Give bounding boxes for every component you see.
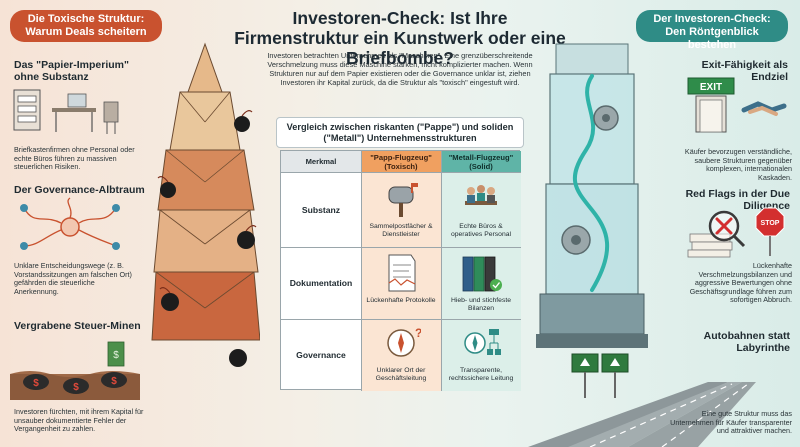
mine-dollar-3: $ bbox=[111, 376, 117, 387]
red-flags-heading: Red Flags in der Due Diligence bbox=[685, 188, 790, 212]
table-header-feature: Merkmal bbox=[281, 151, 361, 173]
intro-text: Investoren betrachten Unternehmen als "M… bbox=[267, 51, 533, 87]
tax-mines-heading: Vergrabene Steuer-Minen bbox=[14, 320, 141, 332]
exit-sign: EXIT bbox=[700, 82, 722, 93]
compass-orgchart-icon bbox=[464, 329, 501, 355]
highways-heading: Autobahnen statt Labyrinthe bbox=[703, 330, 790, 354]
mailbox-icon bbox=[388, 183, 418, 217]
torn-document-icon bbox=[388, 254, 416, 292]
table-header-toxic: "Papp-Flugzeug" (Toxisch) bbox=[361, 151, 441, 173]
left-banner: Die Toxische Struktur: Warum Deals schei… bbox=[10, 10, 162, 42]
page-title: Investoren-Check: Ist Ihre Firmenstruktu… bbox=[234, 8, 566, 68]
documentation-toxic: Lückenhafte Protokolle bbox=[366, 297, 436, 304]
exit-heading: Exit-Fähigkeit als Endziel bbox=[701, 59, 788, 83]
right-banner: Der Investoren-Check: Den Röntgenblick b… bbox=[636, 10, 788, 51]
buried-mines-illustration: $ $ $ $ bbox=[10, 341, 140, 400]
documentation-solid: Hieb- und stichfeste Bilanzen bbox=[450, 297, 512, 312]
governance-heading: Der Governance-Albtraum bbox=[14, 184, 145, 196]
governance-text: Unklare Entscheidungswege (z. B. Vorstan… bbox=[14, 261, 132, 296]
tangled-network-icon bbox=[20, 197, 120, 250]
row-label-documentation: Dokumentation bbox=[289, 278, 353, 288]
substance-solid: Echte Büros & operatives Personal bbox=[450, 223, 512, 238]
compass-question-icon: ? bbox=[387, 326, 421, 357]
svg-text:?: ? bbox=[415, 326, 421, 340]
comparison-title: Vergleich zwischen riskanten ("Pappe") u… bbox=[276, 117, 524, 148]
paper-empire-heading: Das "Papier-Imperium" ohne Substanz bbox=[14, 59, 129, 83]
table-header-solid: "Metall-Flugzeug" (Solid) bbox=[441, 151, 521, 173]
transparent-machine-illustration bbox=[536, 43, 648, 348]
red-flags-illustration: STOP bbox=[687, 207, 785, 258]
row-label-governance: Governance bbox=[296, 350, 346, 360]
highway-illustration bbox=[528, 353, 756, 447]
substance-toxic: Sammelpostfächer & Dienstleister bbox=[369, 223, 433, 238]
red-flags-text: Lückenhafte Verschmelzungsbilanzen und a… bbox=[689, 261, 792, 304]
meeting-team-icon bbox=[465, 185, 497, 205]
comparison-table: Merkmal "Papp-Flugzeug" (Toxisch) "Metal… bbox=[280, 150, 521, 391]
stop-sign: STOP bbox=[761, 220, 780, 227]
envelope-tower-illustration bbox=[151, 42, 260, 367]
exit-text: Käufer bevorzugen verständliche, saubere… bbox=[684, 147, 792, 182]
exit-handshake-illustration: EXIT bbox=[687, 77, 787, 133]
empty-office-illustration bbox=[13, 89, 119, 134]
governance-solid: Transparente, rechtssichere Leitung bbox=[448, 367, 514, 382]
paper-empire-text: Briefkastenfirmen ohne Personal oder ech… bbox=[14, 145, 135, 171]
mine-dollar-1: $ bbox=[33, 378, 39, 389]
dollar-note-icon: $ bbox=[113, 350, 119, 361]
row-label-substance: Substanz bbox=[301, 205, 341, 215]
highways-text: Eine gute Struktur muss das Unternehmen … bbox=[670, 409, 792, 435]
governance-toxic: Unklarer Ort der Geschäftsleitung bbox=[375, 367, 427, 382]
mine-dollar-2: $ bbox=[73, 382, 79, 393]
tax-mines-text: Investoren fürchten, mit ihrem Kapital f… bbox=[14, 407, 144, 433]
binders-icon bbox=[462, 256, 502, 292]
